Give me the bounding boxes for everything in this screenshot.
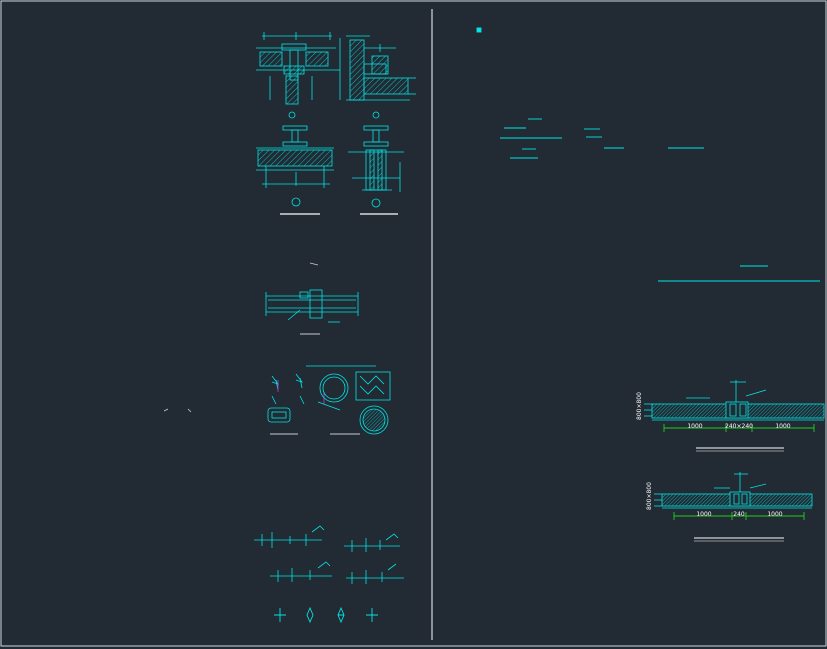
beam-splice-detail [265, 262, 359, 335]
foundation-2-dim-mid: 240 [733, 511, 745, 518]
foundation-1-dim-left: 1000 [687, 423, 702, 430]
foundation-1-vertical-label: 800×800 [636, 392, 643, 420]
foundation-dimension-1 [663, 424, 815, 432]
steel-beam-section-2 [348, 125, 404, 215]
steel-joint-detail-1 [256, 32, 340, 119]
foundation-2-vertical-label: 800×800 [646, 482, 653, 510]
steel-joint-detail-2 [339, 35, 416, 119]
foundation-2-dim-left: 1000 [696, 511, 711, 518]
weld-symbols [254, 525, 404, 584]
foundation-1-dim-mid: 240×240 [725, 423, 753, 430]
pipe-node-details [267, 365, 391, 435]
steel-beam-section-1 [256, 125, 334, 215]
foundation-detail-1 [644, 380, 825, 421]
foundation-2-dim-right: 1000 [767, 511, 782, 518]
foundation-1-dim-right: 1000 [775, 423, 790, 430]
foundation-dimension-2 [673, 512, 805, 520]
small-mark [163, 408, 192, 413]
foundation-detail-2 [654, 472, 813, 509]
notes-lines [476, 27, 820, 282]
section-symbols [274, 606, 378, 624]
